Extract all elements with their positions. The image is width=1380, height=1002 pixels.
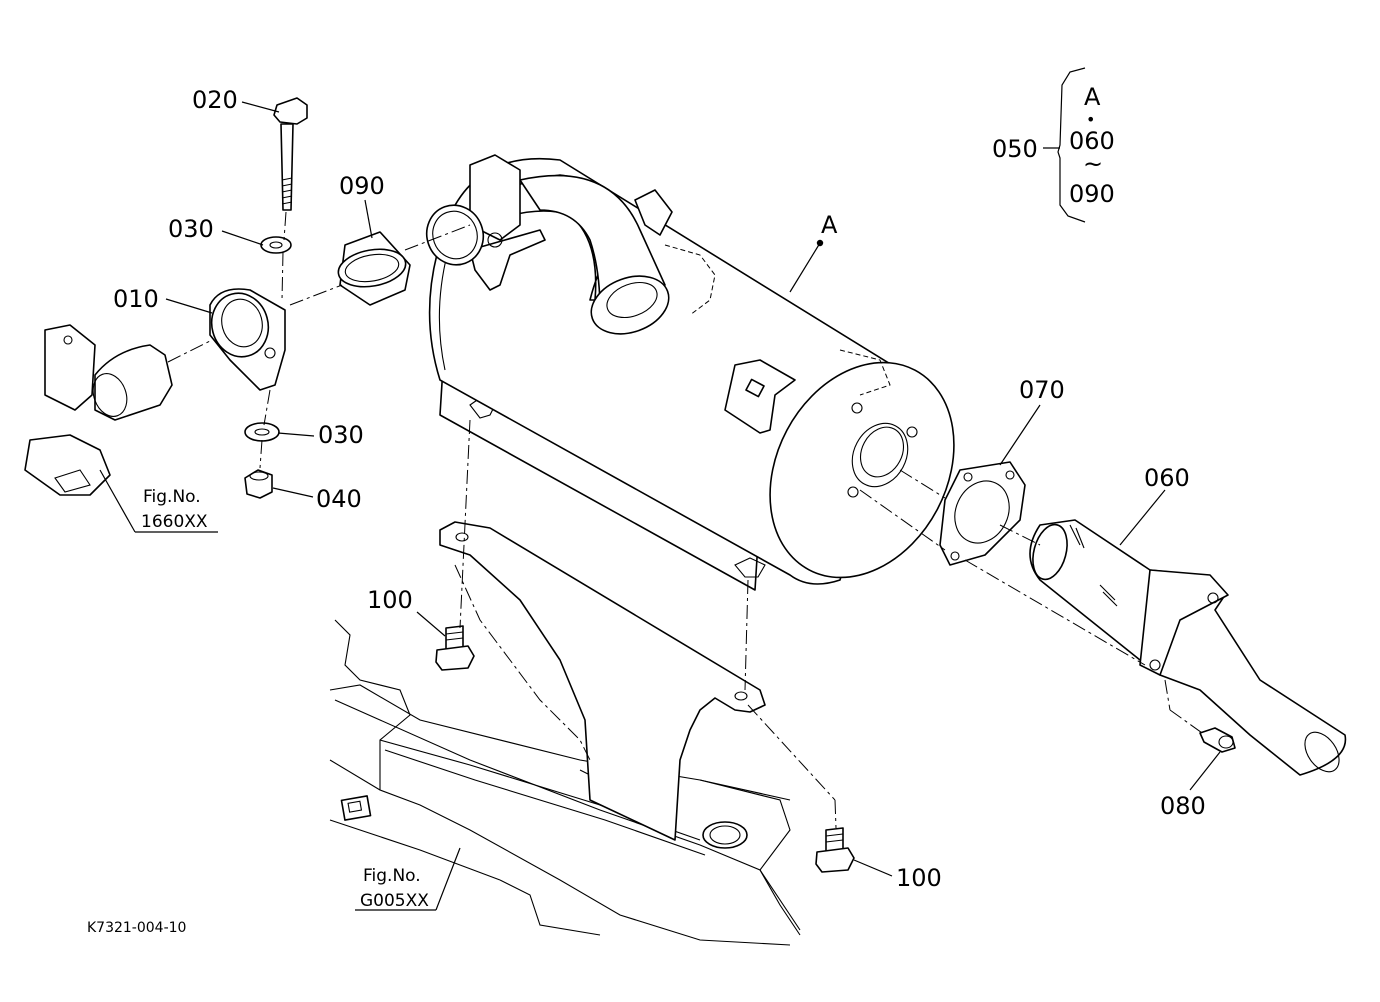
label-050: 050 [992, 135, 1038, 163]
left-exhaust-pipe [24, 324, 173, 496]
part-100-bolt-left [435, 625, 475, 671]
leader-lines [99, 101, 1221, 911]
mounting-bracket [439, 521, 766, 849]
part-020-bolt [273, 97, 308, 211]
part-030-washer-top [260, 236, 292, 254]
group-050-line-060: 060 [1069, 127, 1115, 155]
fig-reference-g005xx: Fig.No. G005XX [360, 866, 429, 911]
group-050-line-dot: • [1086, 110, 1095, 129]
group-050-line-090: 090 [1069, 180, 1115, 208]
part-labels: 020 030 010 090 030 040 100 100 070 060 … [113, 86, 1206, 892]
label-assembly-a: A [821, 211, 838, 239]
label-030-top: 030 [168, 215, 214, 243]
engine-frame-outline [329, 619, 801, 946]
part-040-nut [244, 469, 273, 499]
group-050-line-a: A [1084, 83, 1101, 111]
label-070: 070 [1019, 376, 1065, 404]
fig-ref-bottom-title: Fig.No. [363, 866, 421, 886]
fig-ref-bottom-number: G005XX [360, 891, 429, 911]
label-060: 060 [1144, 464, 1190, 492]
label-020: 020 [192, 86, 238, 114]
part-080-bolt [1199, 727, 1236, 753]
group-050-contents: A • 060 ~ 090 [1069, 83, 1115, 208]
drawing-code: K7321-004-10 [87, 920, 186, 936]
label-010: 010 [113, 285, 159, 313]
fig-ref-left-title: Fig.No. [143, 487, 201, 507]
label-100-left: 100 [367, 586, 413, 614]
label-080: 080 [1160, 792, 1206, 820]
assembly-a-marker-dot [816, 239, 824, 247]
label-030-bottom: 030 [318, 421, 364, 449]
label-040: 040 [316, 485, 362, 513]
group-050-bracket [1057, 67, 1086, 223]
part-010-clamp [209, 288, 286, 391]
part-100-bolt-right [815, 827, 855, 873]
label-100-right: 100 [896, 864, 942, 892]
assembly-centerlines [167, 211, 1206, 829]
group-050-line-tilde: ~ [1083, 150, 1103, 178]
part-070-gasket [939, 461, 1026, 566]
label-090: 090 [339, 172, 385, 200]
fig-reference-1660xx: Fig.No. 1660XX [141, 487, 208, 532]
part-030-washer-bottom [244, 422, 280, 442]
part-060-tail-pipe [1029, 519, 1347, 776]
muffler-assembly [425, 154, 955, 585]
fig-ref-left-number: 1660XX [141, 512, 208, 532]
part-090-sleeve [337, 231, 411, 306]
